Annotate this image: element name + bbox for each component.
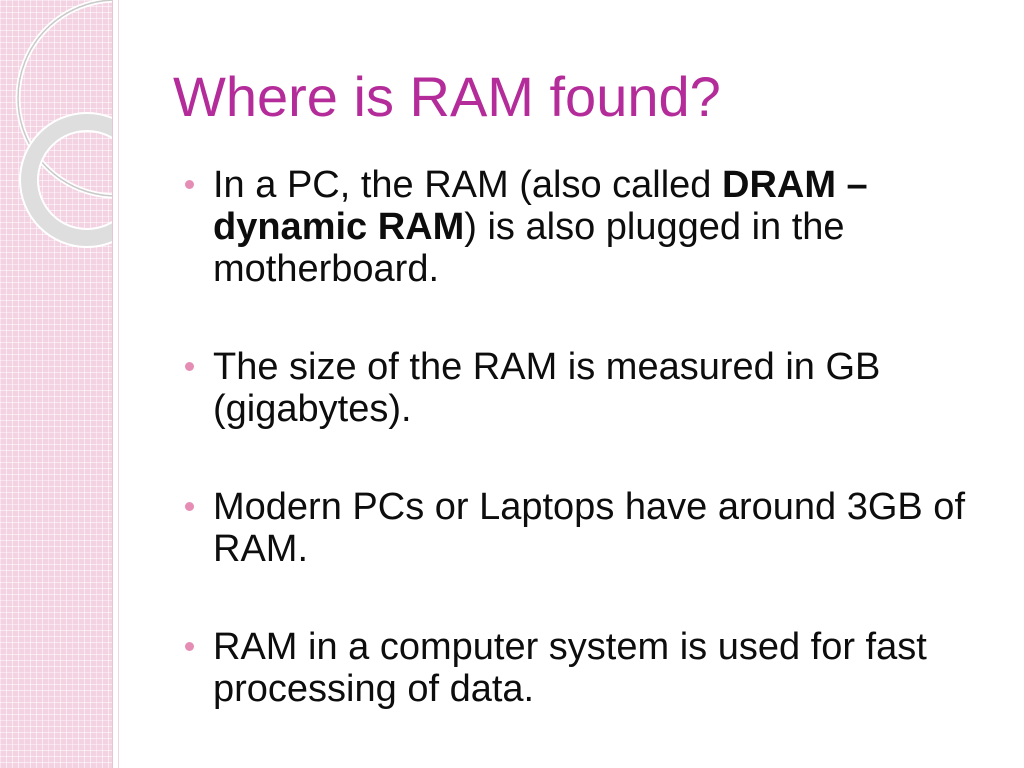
bullet-dot-icon	[185, 642, 194, 651]
bullet-dot-icon	[185, 180, 194, 189]
circle-arcs-decoration-icon	[15, 0, 112, 248]
bullet-bold-term: DRAM – dynamic RAM	[213, 164, 868, 248]
slide-title: Where is RAM found?	[173, 65, 721, 128]
large-thin-arc-shadow	[17, 0, 112, 197]
bullet-item: Modern PCs or Laptops have around 3GB of…	[185, 486, 998, 570]
bullet-item: The size of the RAM is measured in GB (g…	[185, 346, 998, 430]
bullet-dot-icon	[185, 502, 194, 511]
bullet-text: In a PC, the RAM (also called	[213, 164, 722, 206]
thick-ring-highlight-inner	[37, 130, 112, 230]
thick-ring-highlight-outer	[19, 112, 112, 248]
bullet-dot-icon	[185, 362, 194, 371]
decorative-side-band	[112, 0, 119, 768]
bullet-list: In a PC, the RAM (also called DRAM – dyn…	[185, 164, 998, 766]
bullet-text: RAM in a computer system is used for fas…	[213, 626, 927, 710]
bullet-text: The size of the RAM is measured in GB (g…	[213, 346, 881, 430]
bullet-item: RAM in a computer system is used for fas…	[185, 626, 998, 710]
bullet-item: In a PC, the RAM (also called DRAM – dyn…	[185, 164, 998, 290]
bullet-text: Modern PCs or Laptops have around 3GB of…	[213, 486, 966, 570]
bullet-text: ) is also plugged in the motherboard.	[213, 206, 845, 290]
thick-ring-arc	[20, 113, 112, 247]
